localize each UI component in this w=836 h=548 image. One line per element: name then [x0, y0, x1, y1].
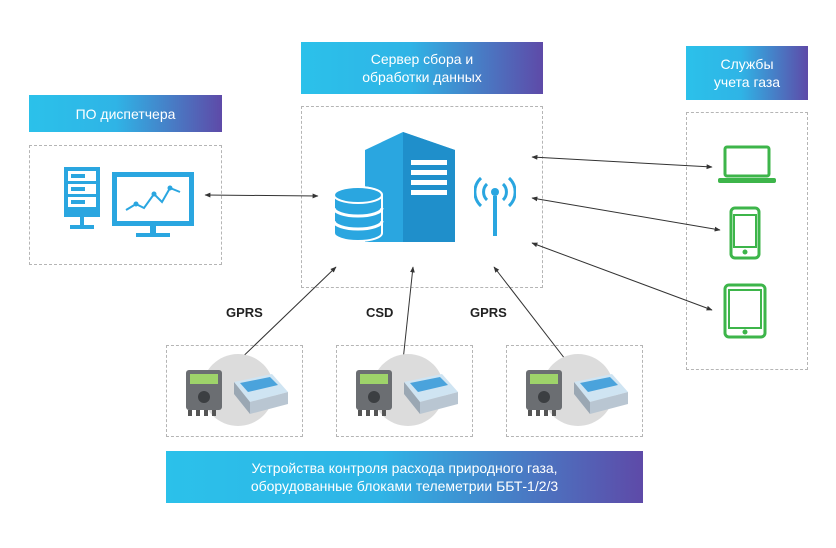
- arrow-server-device-2: [400, 266, 415, 371]
- arrow-server-device-3: [493, 266, 573, 369]
- devices-banner-line-1: Устройства контроля расхода природного г…: [251, 460, 558, 476]
- services-banner-line-2: учета газа: [713, 74, 781, 90]
- server-banner-line-2: обработки данных: [362, 69, 482, 85]
- server-tower-icon: [365, 132, 455, 242]
- arrow-server-device-1: [230, 266, 337, 369]
- monitor-chart-icon: [112, 172, 194, 237]
- gas-device-pair-1: [186, 354, 288, 426]
- server-banner-line-1: Сервер сбора и: [370, 51, 474, 67]
- tablet-icon: [723, 283, 767, 339]
- device-box-3: [506, 345, 643, 437]
- dispatcher-banner: ПО диспетчера: [29, 95, 222, 132]
- arrow-server-tablet: [531, 242, 713, 311]
- server-rack-icon: [64, 167, 100, 229]
- devices-banner-line-2: оборудованные блоками телеметрии ББТ-1/2…: [250, 478, 559, 494]
- laptop-icon: [718, 145, 776, 183]
- dispatcher-banner-label: ПО диспетчера: [75, 105, 176, 122]
- arrow-server-phone: [531, 196, 721, 232]
- dispatcher-box: [29, 145, 222, 265]
- arrow-dispatcher-server: [204, 192, 319, 199]
- server-banner: Сервер сбора и обработки данных: [301, 42, 543, 94]
- services-banner-line-1: Службы: [720, 56, 774, 72]
- link-label-csd: CSD: [366, 305, 394, 320]
- database-icon: [332, 186, 384, 242]
- gas-device-pair-3: [526, 354, 628, 426]
- gas-device-pair-2: [356, 354, 458, 426]
- devices-banner: Устройства контроля расхода природного г…: [166, 451, 643, 503]
- arrow-server-laptop: [531, 154, 713, 170]
- services-banner: Службы учета газа: [686, 46, 808, 100]
- antenna-icon: [474, 176, 516, 236]
- smartphone-icon: [729, 206, 761, 260]
- services-box: [686, 112, 808, 370]
